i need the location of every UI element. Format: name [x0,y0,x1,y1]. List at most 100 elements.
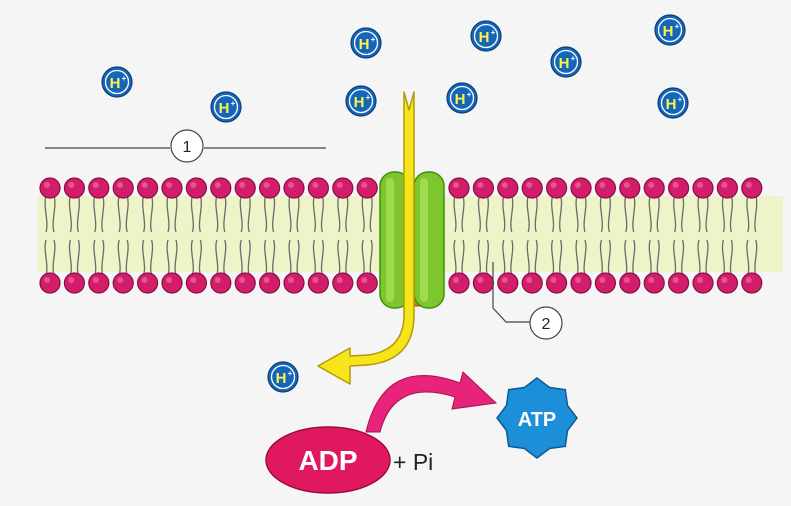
lipid-head [521,177,543,199]
lipid-tail [312,195,316,233]
lipid-tail [312,239,316,276]
ion-symbol: H [479,29,490,46]
ion-charge: + [366,93,371,102]
lipid-head [161,177,183,199]
lipid-head [332,272,354,294]
atp-molecule: ATP [496,377,578,459]
lipid-head [570,272,592,294]
lipid-head-highlight [672,277,679,283]
lipid-head [332,177,354,199]
lipid-head-highlight [361,182,368,188]
lipid-head-highlight [288,277,294,283]
lipid-tail [264,195,268,233]
lipid-tail [648,195,652,233]
lipid-tail [697,239,701,276]
lipid-tail [198,239,202,276]
lipid-head [545,177,568,199]
lipid-head-highlight [697,182,703,188]
hydrogen-ion: H+ [654,14,686,46]
lipid-tail [502,195,506,233]
atp-label: ATP [518,409,557,431]
lipid-tail [223,195,227,233]
lipid-tail [361,239,365,276]
lipid-tail [559,195,563,233]
ion-charge: + [467,90,472,99]
lipid-head-highlight [288,182,294,188]
lipid-head [283,177,305,199]
lipid-head [545,272,568,294]
lipid-head [716,177,739,199]
lipid-head-highlight [44,277,50,283]
lipid-head [185,272,207,294]
lipid-tail [190,195,194,233]
lipid-tail [101,239,105,276]
lipid-tail [746,239,750,276]
lipid-head-highlight [599,182,606,188]
lipid-head-highlight [477,182,484,188]
lipid-head-highlight [477,277,484,283]
lipid-tail [551,195,555,233]
lipid-tail [575,239,579,276]
lipid-tail [125,239,129,276]
lipid-head-highlight [501,277,508,283]
lipid-tail [174,239,178,276]
lipid-head [619,272,641,294]
lipid-head-highlight [214,182,221,188]
lipid-tail [247,195,251,233]
lipid-head [448,272,470,294]
lipid-tail [76,195,80,233]
lipid-head-highlight [648,182,655,188]
lipid-head [259,177,281,199]
lipid-head-highlight [697,277,703,283]
lipid-tail [44,195,48,233]
lipid-tail [729,239,733,276]
lipid-tail [583,195,587,233]
lipid-head-highlight [336,277,343,283]
lipid-tail [607,195,611,233]
lipid-tail [632,195,636,233]
lipid-tail [150,239,154,276]
lipid-tail [599,239,603,276]
lipid-head [210,177,232,199]
lipid-tail [575,195,579,233]
lipid-tail [272,239,276,276]
lipid-head [63,272,86,294]
lipid-head [259,272,281,294]
lipid-head-highlight [141,277,148,283]
lipid-head [234,272,256,294]
lipid-tail [453,195,457,233]
lipid-tail [754,195,758,233]
lipid-head [643,272,665,294]
lipid-head-highlight [526,182,533,188]
lipid-head [741,177,763,199]
lipid-tail [502,239,506,276]
ion-charge: + [678,95,683,104]
lipid-head [63,177,86,199]
lipid-tail [320,239,324,276]
hydrogen-ion: H+ [101,66,133,98]
lipid-tail [673,195,677,233]
ion-symbol: H [663,23,674,40]
lipid-tail [52,195,56,233]
lipid-head-highlight [623,182,630,188]
lipid-tail [345,195,349,233]
lipid-tail [729,195,733,233]
lipid-tail [52,239,56,276]
reaction-arrow [365,371,498,433]
ion-symbol: H [110,75,121,92]
ion-symbol: H [359,36,370,53]
lipid-head [307,272,329,294]
lipid-tail [288,195,292,233]
lipid-head-highlight [166,277,172,283]
lipid-tail [345,239,349,276]
lipid-head [741,272,763,294]
lipid-head [39,272,61,294]
lipid-head [88,272,110,294]
ion-symbol: H [666,96,677,113]
lipid-tail [461,239,465,276]
lipid-head [112,177,134,199]
lipid-head [667,177,690,199]
lipid-tail [705,239,709,276]
hydrogen-ion: H+ [470,20,502,52]
